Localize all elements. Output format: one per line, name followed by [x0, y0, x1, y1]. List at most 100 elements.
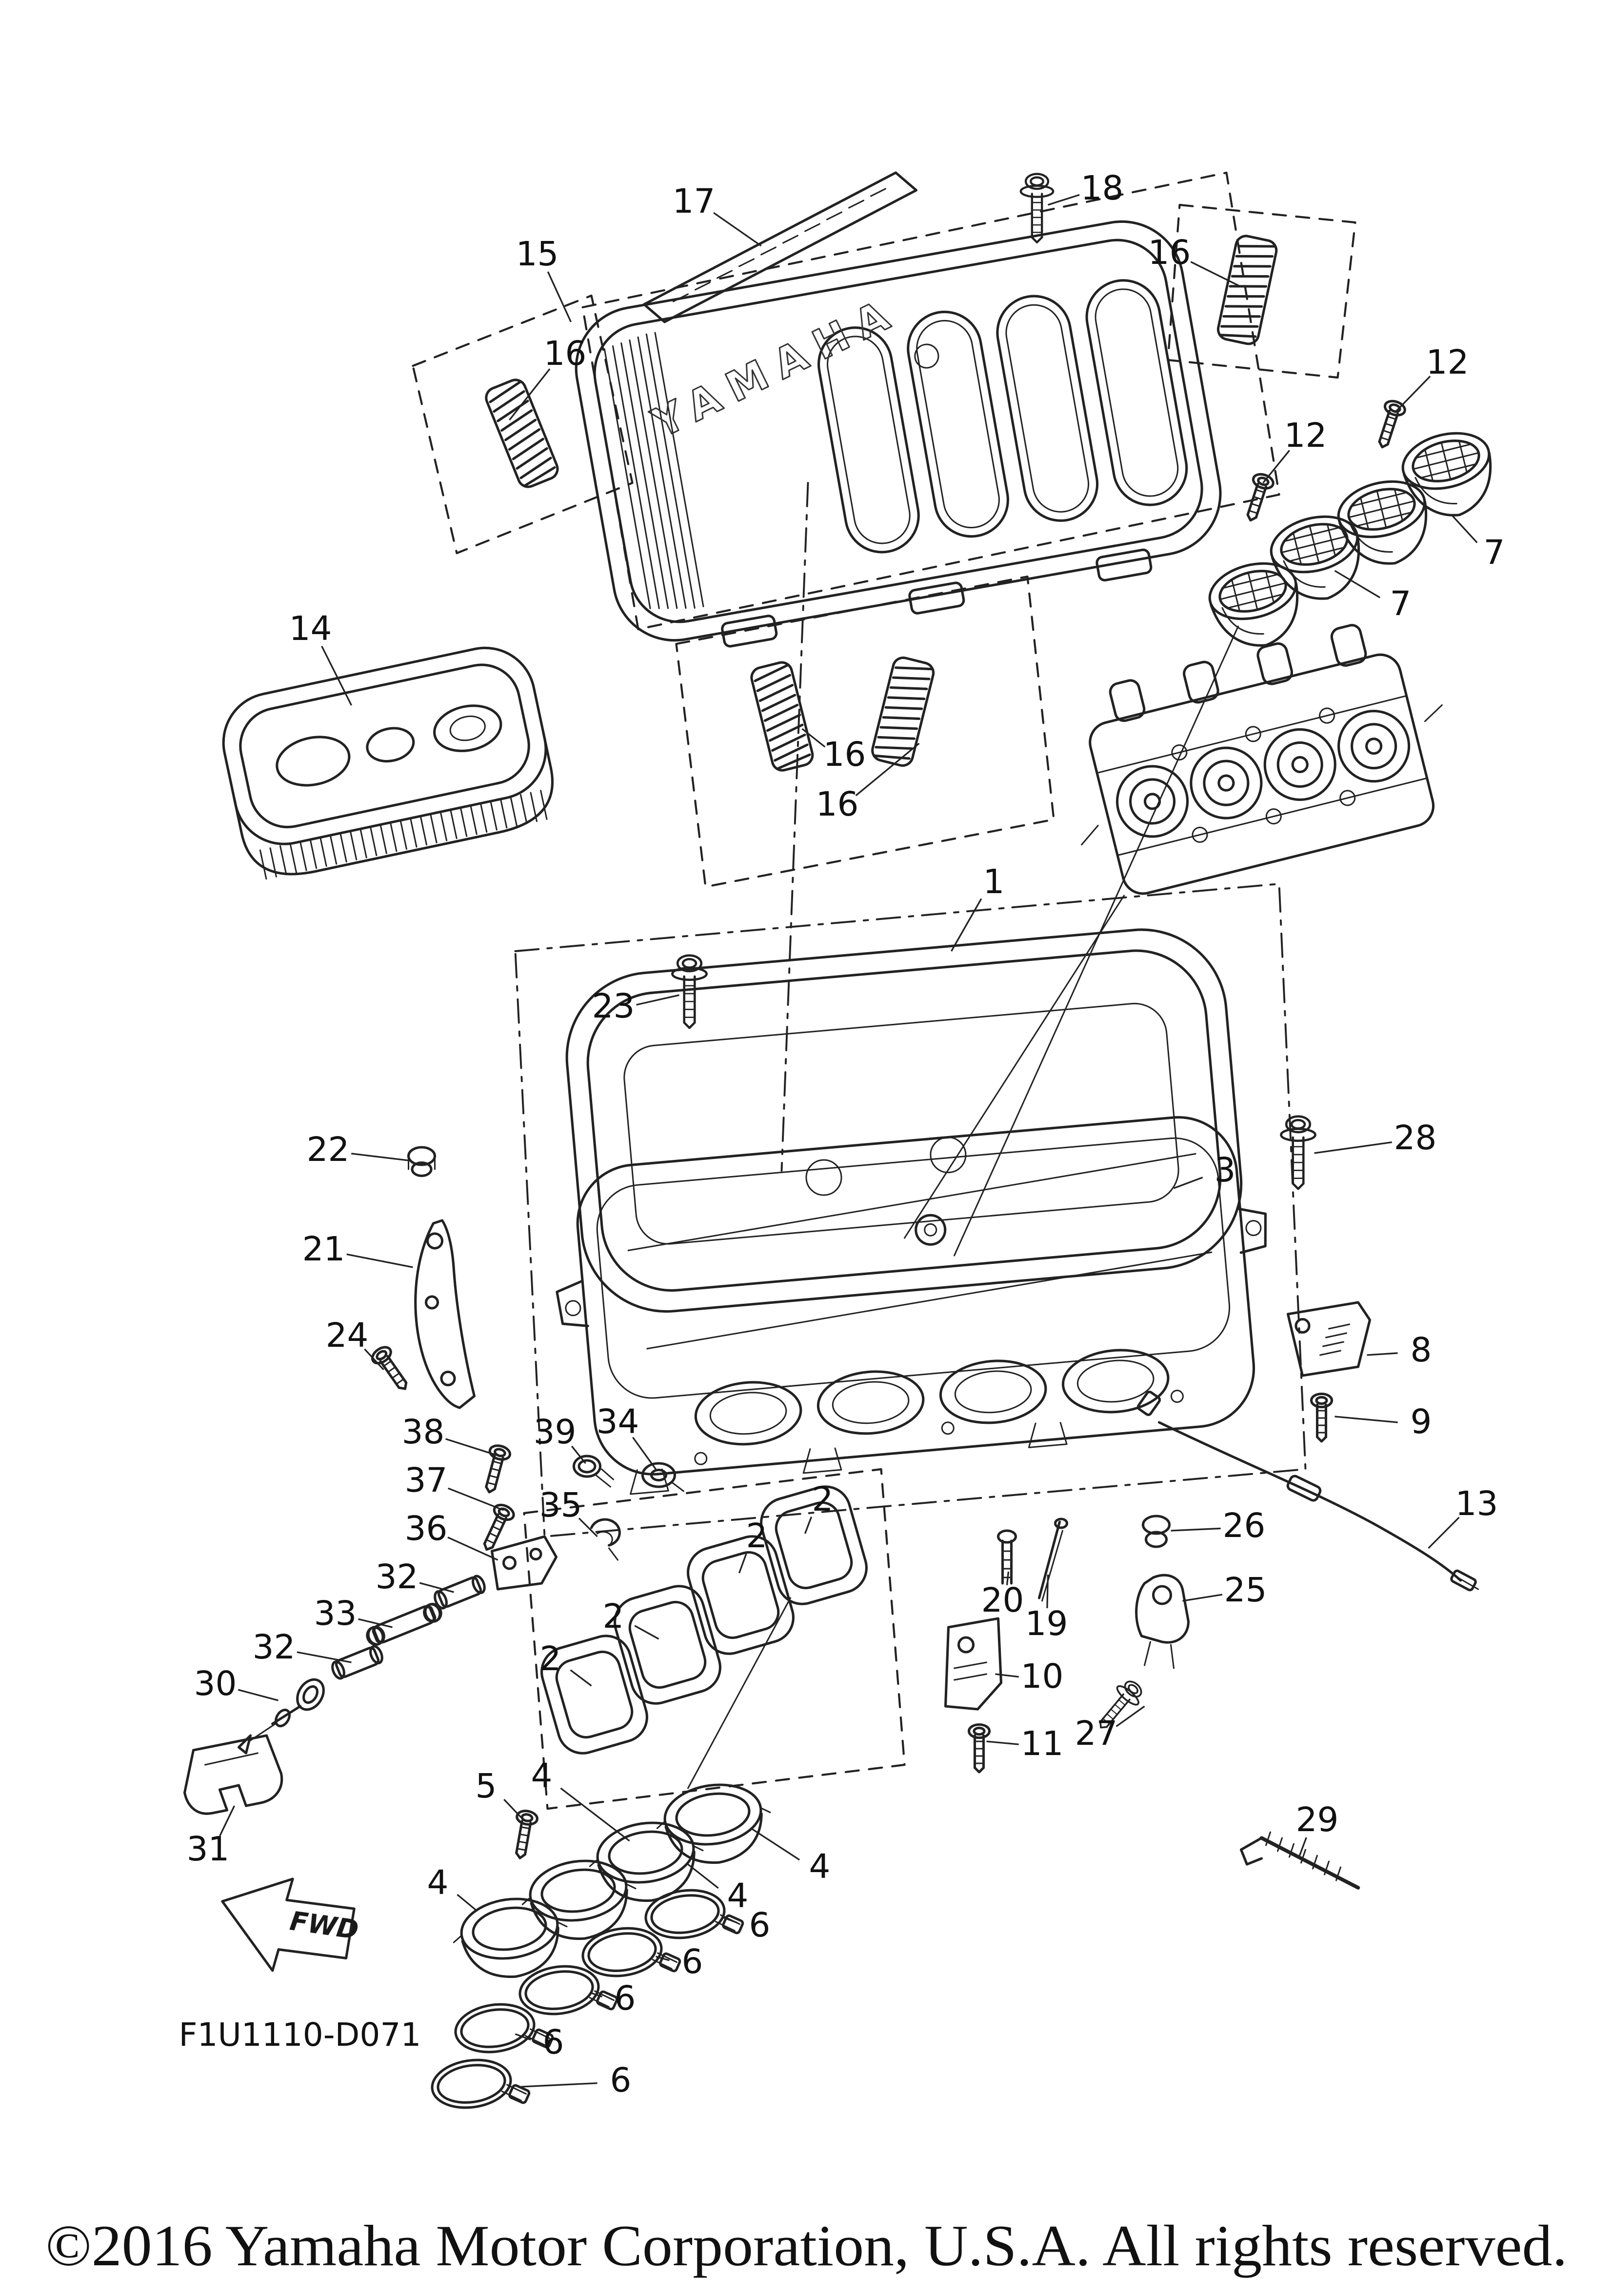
callout-leader — [1298, 1837, 1307, 1856]
part-tie-29 — [1239, 1831, 1360, 1890]
part-clamp-39 — [572, 1455, 614, 1488]
artwork-layer: YAMAHA — [46, 171, 1568, 2278]
part-cover-trim — [642, 171, 918, 323]
callout-leader — [238, 1689, 279, 1701]
callout-leader — [445, 1438, 496, 1456]
callout-leader — [1190, 261, 1242, 288]
part-screw-20 — [996, 1529, 1017, 1585]
part-spring-16-center2 — [870, 656, 936, 768]
part-spring-16-left — [483, 377, 561, 490]
callout-leader — [1394, 376, 1431, 414]
callout-30: 30 — [194, 1664, 237, 1703]
dashed-box-spring-left — [412, 294, 634, 555]
callout-4: 4 — [727, 1877, 749, 1916]
callout-leader — [995, 1673, 1019, 1678]
callout-leader — [1367, 1352, 1398, 1356]
callout-32: 32 — [376, 1557, 418, 1597]
callout-6: 6 — [615, 1979, 636, 2018]
callout-leader — [560, 1787, 630, 1842]
callout-31: 31 — [187, 1830, 230, 1869]
callout-16: 16 — [1148, 233, 1191, 272]
part-grommet-22 — [407, 1146, 437, 1178]
callout-14: 14 — [289, 609, 332, 648]
callout-leader — [1334, 570, 1380, 599]
callout-37: 37 — [405, 1461, 448, 1500]
callout-4: 4 — [809, 1847, 831, 1886]
callout-leader — [632, 1437, 657, 1470]
fwd-label: FWD — [288, 1905, 360, 1945]
part-screw-24 — [369, 1344, 413, 1395]
callout-26: 26 — [1223, 1506, 1266, 1545]
callout-25: 25 — [1224, 1571, 1267, 1610]
dashdot-centerline — [780, 482, 809, 1172]
callout-9: 9 — [1411, 1402, 1432, 1441]
callout-34: 34 — [597, 1402, 639, 1441]
part-spacer-32b — [330, 1645, 384, 1680]
callout-leader — [1262, 450, 1290, 484]
callout-leader — [297, 1651, 352, 1663]
callout-leader — [571, 1445, 586, 1464]
callout-leader — [1182, 1594, 1223, 1602]
callout-2: 2 — [746, 1517, 768, 1556]
callout-39: 39 — [534, 1413, 577, 1452]
callout-2: 2 — [603, 1597, 624, 1636]
callout-16: 16 — [823, 735, 866, 774]
callout-6: 6 — [610, 2061, 632, 2100]
callout-3: 3 — [1215, 1151, 1236, 1190]
callout-27: 27 — [1075, 1714, 1118, 1753]
callout-leader — [1428, 1517, 1460, 1549]
callout-10: 10 — [1021, 1657, 1064, 1696]
callout-leader — [457, 1894, 478, 1912]
callout-leader — [570, 1669, 592, 1687]
part-spacer-32a — [433, 1575, 487, 1610]
part-air-box — [556, 1116, 1267, 1495]
dashed-box-cover — [581, 171, 1280, 631]
callout-4: 4 — [427, 1863, 449, 1902]
callout-2: 2 — [540, 1639, 561, 1678]
callout-18: 18 — [1081, 169, 1124, 208]
fwd-arrow-outline — [221, 1877, 356, 1972]
callout-4: 4 — [531, 1757, 553, 1796]
callout-leader — [656, 1956, 670, 1961]
callout-22: 22 — [307, 1130, 350, 1169]
part-valve-30 — [237, 1678, 325, 1755]
assembly-line-boots — [687, 1597, 791, 1789]
part-clamp-35 — [590, 1518, 621, 1561]
callout-21: 21 — [302, 1230, 345, 1269]
part-bracket-10 — [944, 1617, 1003, 1711]
part-collar-34 — [641, 1462, 684, 1492]
callout-leader — [801, 728, 826, 748]
callout-5: 5 — [476, 1767, 497, 1806]
callout-leader — [351, 1153, 409, 1161]
callout-35: 35 — [539, 1486, 582, 1525]
callout-23: 23 — [592, 987, 635, 1026]
callout-leader — [219, 1805, 235, 1837]
part-spring-16-center — [750, 660, 815, 773]
callout-20: 20 — [981, 1581, 1024, 1620]
callout-8: 8 — [1411, 1331, 1432, 1370]
callout-6: 6 — [682, 1942, 703, 1981]
callout-leader — [358, 1618, 393, 1628]
callout-leader — [855, 742, 920, 797]
callout-leader — [752, 1828, 800, 1861]
callout-leader — [521, 2082, 597, 2088]
callout-leader — [1334, 1416, 1398, 1423]
part-clip-31 — [183, 1734, 283, 1815]
callout-leader — [1314, 1141, 1393, 1154]
callout-33: 33 — [314, 1594, 357, 1633]
callout-leader — [804, 1517, 813, 1534]
callout-leader — [738, 1553, 747, 1574]
callout-leader — [951, 898, 982, 952]
dashed-box-spring-right — [1167, 203, 1356, 379]
callout-leader — [447, 1537, 498, 1561]
part-lever-25 — [1135, 1574, 1190, 1669]
part-pin-19 — [1037, 1517, 1069, 1602]
dashed-box-gaskets — [523, 1468, 906, 1810]
callout-7: 7 — [1390, 584, 1412, 623]
callout-12: 12 — [1426, 343, 1469, 382]
callout-leader — [634, 1625, 659, 1640]
callout-leader — [1047, 194, 1080, 206]
callout-leader — [419, 1582, 454, 1593]
callout-13: 13 — [1455, 1484, 1498, 1523]
